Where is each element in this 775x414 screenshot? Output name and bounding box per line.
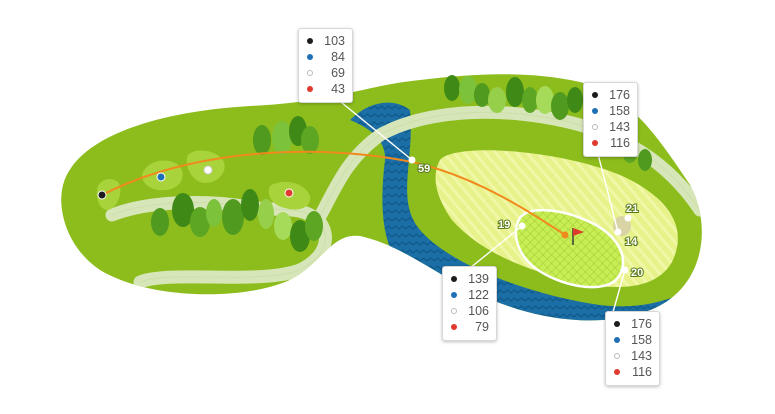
distance-value: 158 bbox=[631, 333, 652, 347]
tee-blue-dot bbox=[592, 108, 598, 114]
distance-row-blue: 158 bbox=[592, 103, 630, 119]
tee-black-dot bbox=[451, 276, 457, 282]
tee-red-dot bbox=[614, 369, 620, 375]
marker-green-back-label: 21 bbox=[626, 203, 638, 215]
distance-value: 79 bbox=[475, 320, 489, 334]
tee-marker-red[interactable] bbox=[284, 188, 294, 198]
tee-blue-dot bbox=[451, 292, 457, 298]
distance-value: 84 bbox=[331, 50, 345, 64]
tee-white-dot bbox=[614, 353, 620, 359]
tree-cluster-left bbox=[151, 189, 323, 252]
marker-green-front-point[interactable] bbox=[518, 222, 526, 230]
tee-red-dot bbox=[451, 324, 457, 330]
distance-row-white: 143 bbox=[592, 119, 630, 135]
distance-row-black: 176 bbox=[614, 316, 652, 332]
distance-value: 103 bbox=[324, 34, 345, 48]
distance-value: 116 bbox=[632, 365, 652, 379]
distance-row-black: 103 bbox=[307, 33, 345, 49]
marker-green-back-point[interactable] bbox=[624, 214, 632, 222]
marker-fairway-point[interactable] bbox=[408, 156, 416, 164]
distance-callout-green-front[interactable]: 139 122 106 79 bbox=[442, 266, 497, 341]
distance-value: 69 bbox=[331, 66, 345, 80]
distance-value: 116 bbox=[610, 136, 630, 150]
distance-row-white: 143 bbox=[614, 348, 652, 364]
marker-fairway-label: 59 bbox=[418, 163, 430, 175]
shot-line bbox=[101, 150, 566, 236]
distance-row-white: 106 bbox=[451, 303, 489, 319]
marker-green-front-label: 19 bbox=[498, 219, 510, 231]
tee-blue-dot bbox=[614, 337, 620, 343]
distance-row-red: 116 bbox=[592, 135, 630, 151]
distance-row-red: 79 bbox=[451, 319, 489, 335]
marker-green-bottom-point[interactable] bbox=[621, 266, 629, 274]
distance-value: 176 bbox=[609, 88, 630, 102]
distance-row-blue: 122 bbox=[451, 287, 489, 303]
marker-green-bottom-label: 20 bbox=[631, 267, 643, 279]
tee-black-dot bbox=[614, 321, 620, 327]
distance-value: 143 bbox=[609, 120, 630, 134]
tee-red-dot bbox=[307, 86, 313, 92]
tee-black-dot bbox=[307, 38, 313, 44]
distance-row-white: 69 bbox=[307, 65, 345, 81]
distance-callout-green-bottom[interactable]: 176 158 143 116 bbox=[605, 311, 660, 386]
pin-icon[interactable] bbox=[614, 228, 622, 236]
distance-value: 43 bbox=[331, 82, 345, 96]
distance-value: 158 bbox=[609, 104, 630, 118]
tree-cluster-middle bbox=[253, 116, 319, 155]
distance-row-red: 43 bbox=[307, 81, 345, 97]
tree-cluster-top bbox=[444, 75, 583, 120]
putting-green bbox=[514, 208, 625, 289]
distance-row-blue: 158 bbox=[614, 332, 652, 348]
tee-black-dot bbox=[592, 92, 598, 98]
distance-row-blue: 84 bbox=[307, 49, 345, 65]
distance-value: 143 bbox=[631, 349, 652, 363]
tee-white-dot bbox=[592, 124, 598, 130]
callout-leaders bbox=[335, 97, 626, 313]
tee-blue-dot bbox=[307, 54, 313, 60]
tee-white-dot bbox=[307, 70, 313, 76]
tee-white-dot bbox=[451, 308, 457, 314]
distance-row-red: 116 bbox=[614, 364, 652, 380]
distance-callout-fairway[interactable]: 103 84 69 43 bbox=[298, 28, 353, 103]
tee-red-dot bbox=[592, 140, 598, 146]
tee-marker-blue[interactable] bbox=[156, 172, 166, 182]
distance-value: 122 bbox=[468, 288, 489, 302]
flag-icon bbox=[561, 228, 584, 245]
distance-row-black: 176 bbox=[592, 87, 630, 103]
marker-green-right-label: 14 bbox=[625, 236, 638, 248]
distance-row-black: 139 bbox=[451, 271, 489, 287]
distance-callout-green-right[interactable]: 176 158 143 116 bbox=[583, 82, 638, 157]
tee-area-back bbox=[96, 179, 121, 210]
tee-marker-black[interactable] bbox=[97, 190, 107, 200]
distance-value: 176 bbox=[631, 317, 652, 331]
tee-marker-white[interactable] bbox=[203, 165, 213, 175]
distance-value: 106 bbox=[468, 304, 489, 318]
distance-value: 139 bbox=[468, 272, 489, 286]
